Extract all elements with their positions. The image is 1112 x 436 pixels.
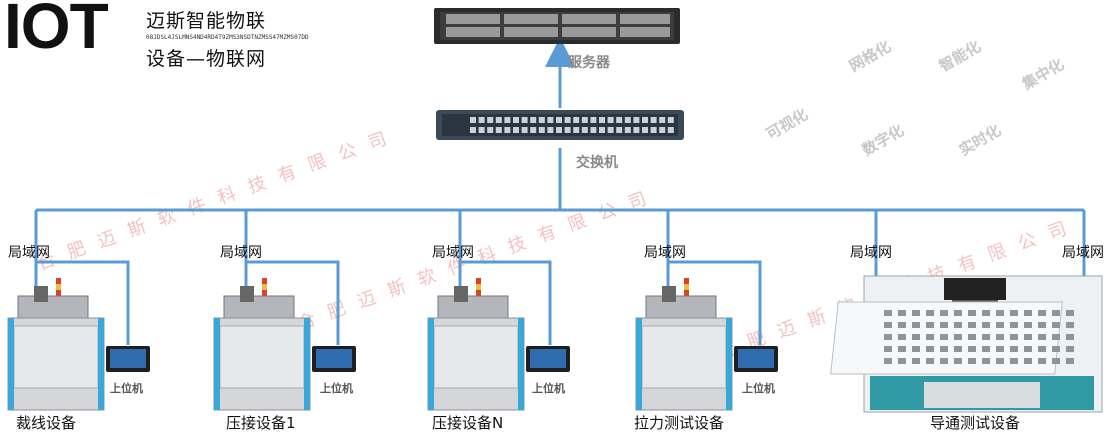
host-pc-label: 上位机 <box>110 382 143 395</box>
wire-machine <box>7 278 150 411</box>
conductivity-test-station <box>830 275 1103 413</box>
device-name: 裁线设备 <box>16 414 77 432</box>
host-link-1 <box>36 260 130 345</box>
logo-iot: IOT <box>4 0 109 62</box>
host-link-4 <box>668 260 762 345</box>
machines <box>7 278 778 411</box>
connection-lines <box>34 37 1086 345</box>
device-name: 压接设备1 <box>226 414 296 432</box>
host-link-2 <box>246 260 340 345</box>
device-name: 导通测试设备 <box>930 414 1021 432</box>
watermark-text: 合肥迈斯软件科技有限公司 <box>35 124 403 275</box>
lan-label: 局域网 <box>432 245 474 261</box>
lan-label: 局域网 <box>1062 245 1104 261</box>
wire-machine <box>635 278 778 411</box>
logo-company-line: 迈斯智能物联 <box>146 10 267 32</box>
host-pc-label: 上位机 <box>532 382 565 395</box>
device-name: 拉力测试设备 <box>634 414 725 432</box>
device-name: 压接设备N <box>432 414 504 432</box>
server-label: 服务器 <box>568 55 610 71</box>
server-rack <box>434 8 680 44</box>
wire-machine <box>213 278 356 411</box>
lan-label: 局域网 <box>850 245 892 261</box>
wire-machine <box>427 278 570 411</box>
switch-label: 交换机 <box>576 155 618 171</box>
host-link-3 <box>460 260 552 345</box>
lan-label: 局域网 <box>644 245 686 261</box>
network-switch <box>436 110 684 140</box>
host-pc-label: 上位机 <box>320 382 353 395</box>
logo-code-line: 08JDSL4JSLMNS4ND4RD4T9ZMS3NSDTNZMSS47MZM… <box>146 34 309 41</box>
host-pc-label: 上位机 <box>742 382 775 395</box>
lan-label: 局域网 <box>220 245 262 261</box>
logo-slogan-line: 设备—物联网 <box>146 48 267 70</box>
lan-label: 局域网 <box>8 245 50 261</box>
